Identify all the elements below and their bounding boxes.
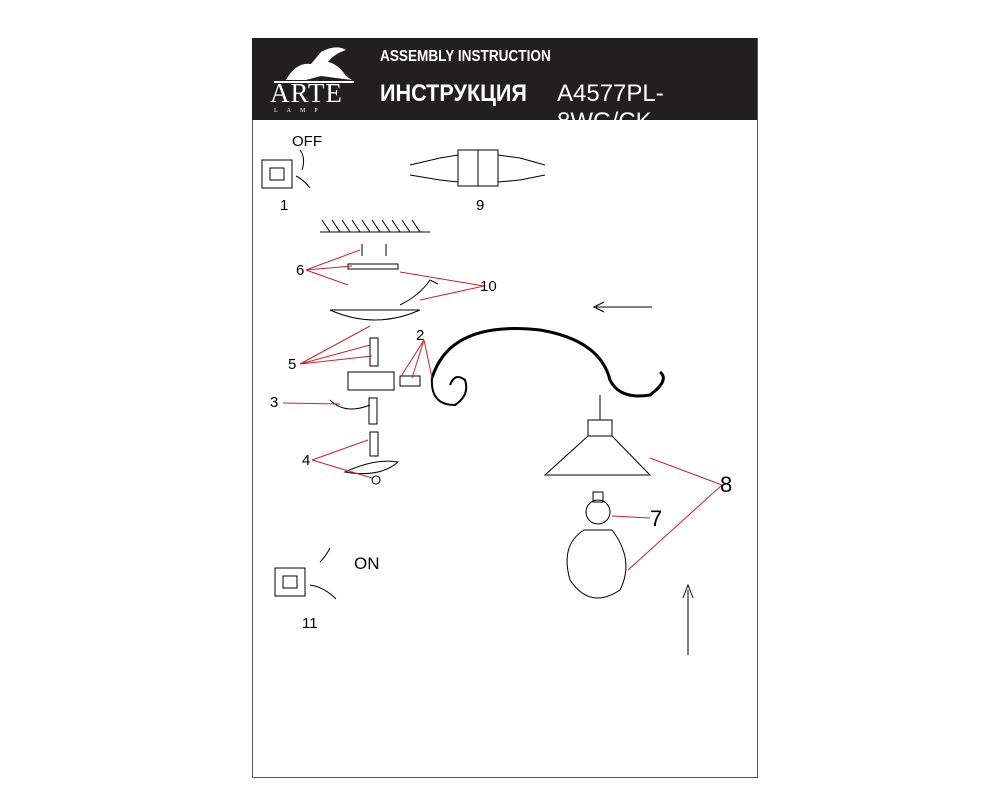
glass-globe <box>566 529 627 599</box>
ceiling-hatch <box>320 219 430 233</box>
step-9: 9 <box>476 197 485 214</box>
title-russian: ИНСТРУКЦИЯ <box>380 80 527 107</box>
lamp-holder <box>587 419 613 437</box>
step-11: 11 <box>302 615 318 632</box>
logo-text: ARTE <box>270 78 343 108</box>
rod-4 <box>369 431 379 457</box>
arrow-up-icon <box>682 583 694 655</box>
step-5: 5 <box>288 356 297 373</box>
switch-off-icon <box>261 149 311 189</box>
canopy <box>329 309 421 321</box>
bulb <box>585 499 611 525</box>
finial <box>371 475 381 485</box>
label-on: ON <box>354 554 380 573</box>
arrow-left-icon <box>592 301 652 313</box>
step-8: 8 <box>720 472 733 497</box>
step-6: 6 <box>296 262 305 279</box>
junction-box <box>347 371 395 391</box>
curved-arm <box>430 327 665 398</box>
mounting-bracket <box>347 263 399 270</box>
terminal-block-icon <box>409 149 546 187</box>
lamp-shade <box>543 435 652 476</box>
screws <box>361 244 387 256</box>
title-english: ASSEMBLY INSTRUCTION <box>380 48 551 65</box>
step-3: 3 <box>270 394 279 411</box>
wires <box>399 279 439 306</box>
lion-logo-icon <box>274 47 354 83</box>
header-banner: ARTE LAMP ASSEMBLY INSTRUCTION ИНСТРУКЦИ… <box>252 38 757 135</box>
step-2: 2 <box>416 327 425 344</box>
nuts <box>399 375 421 387</box>
threaded-rod <box>369 337 379 367</box>
model-number: A4577PL-8WG/CK <box>557 80 664 135</box>
switch-on-icon <box>274 547 337 600</box>
step-1: 1 <box>280 197 289 214</box>
wire-3 <box>329 399 371 410</box>
step-10: 10 <box>480 278 497 295</box>
label-off: OFF <box>292 133 322 150</box>
cup <box>343 460 400 475</box>
step-4: 4 <box>302 452 311 469</box>
connector <box>368 397 378 425</box>
logo-subtext: LAMP <box>274 108 327 114</box>
step-7: 7 <box>650 506 663 531</box>
leader-lines <box>282 249 723 571</box>
